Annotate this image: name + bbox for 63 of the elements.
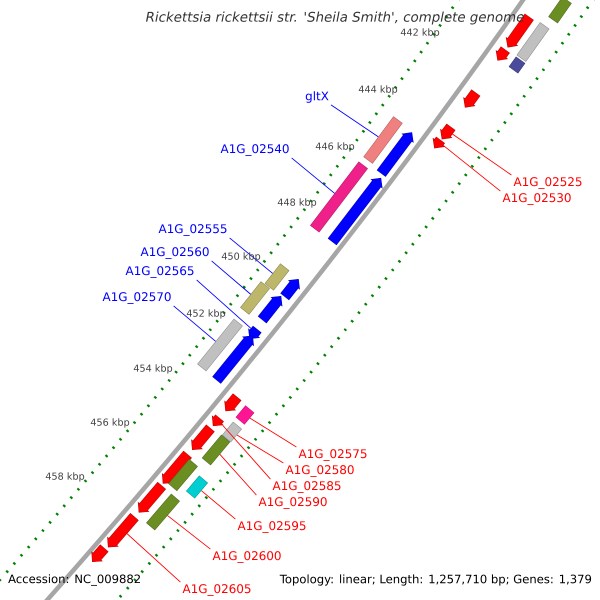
scale-label: 442 kbp bbox=[400, 28, 440, 38]
leader-line bbox=[173, 306, 216, 342]
gene-box bbox=[202, 434, 230, 466]
leader-line bbox=[126, 533, 181, 582]
gene-feature bbox=[212, 336, 254, 384]
gene-box bbox=[508, 56, 526, 74]
gene-label: gltX bbox=[306, 91, 329, 103]
scale-label: 444 kbp bbox=[358, 85, 398, 95]
gene-box bbox=[168, 458, 198, 492]
gene-feature bbox=[224, 393, 242, 412]
leader-line bbox=[330, 104, 379, 138]
scale-label: 452 kbp bbox=[186, 309, 226, 319]
gene-feature bbox=[258, 296, 282, 324]
leader-line bbox=[229, 238, 273, 274]
gene-feature bbox=[212, 414, 224, 426]
gene-feature bbox=[107, 513, 139, 548]
gene-feature bbox=[496, 46, 510, 61]
gene-feature bbox=[376, 132, 414, 177]
footer-text: Topology: linear; Length: 1,257,710 bp; Genes: 1,379 bbox=[280, 574, 592, 586]
leader-line bbox=[236, 434, 284, 464]
gene-feature bbox=[440, 124, 456, 140]
scale-label: 448 kbp bbox=[278, 198, 316, 208]
gene-feature bbox=[191, 424, 215, 450]
gene-feature bbox=[280, 279, 300, 300]
gene-label: A1G_02565 bbox=[126, 266, 194, 278]
leader-line bbox=[211, 260, 252, 295]
leader-line bbox=[196, 280, 252, 329]
gene-box bbox=[236, 405, 254, 425]
gene-label: A1G_02595 bbox=[238, 521, 306, 533]
gene-box bbox=[363, 116, 403, 164]
gene-feature bbox=[463, 89, 480, 108]
leader-line bbox=[222, 424, 271, 480]
leader-line bbox=[250, 418, 297, 448]
gene-label: A1G_02580 bbox=[286, 465, 354, 477]
scale-label: 458 kbp bbox=[46, 472, 84, 482]
scale-label: 446 kbp bbox=[316, 142, 354, 152]
gene-feature bbox=[138, 482, 166, 513]
scale-label: 454 kbp bbox=[134, 364, 172, 374]
gene-label: A1G_02540 bbox=[220, 144, 289, 156]
leader-line bbox=[200, 490, 236, 520]
gene-label: A1G_02570 bbox=[102, 292, 171, 304]
gene-box bbox=[146, 494, 180, 530]
gene-label: A1G_02590 bbox=[258, 497, 327, 509]
gene-label: A1G_02605 bbox=[182, 584, 250, 596]
gene-label: A1G_02600 bbox=[212, 551, 281, 563]
footer-text: Accession: NC_009882 bbox=[8, 574, 140, 586]
leader-line bbox=[452, 134, 512, 176]
gene-label: A1G_02575 bbox=[298, 449, 366, 461]
leader-line bbox=[219, 454, 257, 496]
gene-box bbox=[197, 318, 243, 372]
gene-box bbox=[240, 281, 270, 315]
gene-box bbox=[548, 0, 572, 24]
scale-label: 456 kbp bbox=[90, 418, 130, 428]
gene-label: A1G_02555 bbox=[158, 224, 226, 236]
gene-label: A1G_02585 bbox=[272, 481, 340, 493]
gene-label: A1G_02530 bbox=[502, 193, 571, 205]
leader-line bbox=[167, 515, 211, 550]
leader-line bbox=[291, 158, 335, 194]
gene-label: A1G_02560 bbox=[140, 247, 209, 259]
gene-feature bbox=[432, 136, 445, 148]
gene-label: A1G_02525 bbox=[514, 177, 582, 189]
gene-feature bbox=[91, 544, 109, 562]
leader-line bbox=[442, 145, 501, 192]
